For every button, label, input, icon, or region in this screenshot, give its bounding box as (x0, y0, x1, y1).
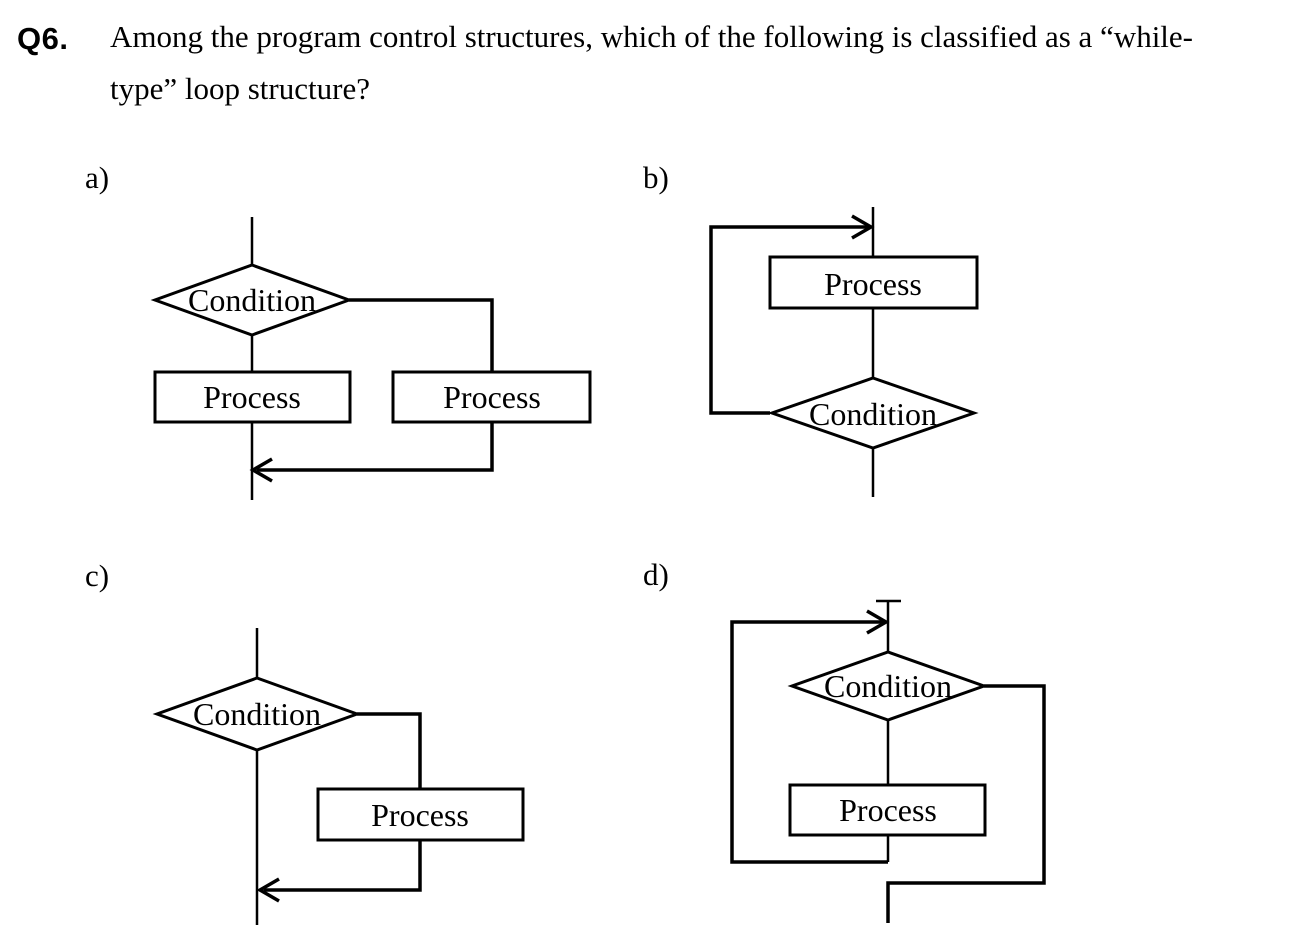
option-b-label: b) (643, 160, 669, 195)
condition-label: Condition (188, 282, 316, 318)
flow-line-exit (886, 684, 1046, 923)
process-left-label: Process (203, 379, 301, 415)
flow-line-true-branch (357, 712, 422, 789)
process-box-left (153, 370, 352, 424)
condition-label: Condition (824, 668, 952, 704)
process-right-label: Process (443, 379, 541, 415)
arrowhead-left-icon (256, 877, 280, 903)
diagram-option-c: c) Condition Process (85, 558, 525, 925)
process-label: Process (371, 797, 469, 833)
question-text-line1: Among the program control structures, wh… (110, 19, 1194, 54)
flow-line-merge (257, 422, 494, 472)
arrowhead-left-icon (249, 457, 273, 483)
arrowhead-right-icon (851, 214, 875, 240)
process-label: Process (839, 792, 937, 828)
flow-line-loop-back (730, 620, 888, 864)
condition-label: Condition (193, 696, 321, 732)
process-box (788, 783, 987, 837)
diagram-option-a: a) Condition Process Process (85, 160, 592, 500)
process-label: Process (824, 266, 922, 302)
question-text-line2: type” loop structure? (110, 71, 370, 106)
option-d-label: d) (643, 557, 669, 592)
process-box (316, 787, 525, 842)
diagram-option-d: d) Condition Process (643, 557, 1046, 923)
condition-diamond (152, 676, 362, 752)
process-box (768, 255, 979, 310)
condition-diamond (150, 263, 354, 337)
flow-line-false-branch (349, 298, 494, 372)
flow-line-loop-back (709, 225, 868, 415)
option-a-label: a) (85, 160, 109, 195)
diagram-option-b: b) Process Condition (643, 160, 979, 497)
flow-line-merge (264, 840, 422, 892)
condition-diamond (787, 650, 989, 722)
arrowhead-right-icon (866, 609, 890, 635)
option-c-label: c) (85, 558, 109, 593)
condition-diamond (767, 376, 979, 450)
process-box-right (391, 370, 592, 424)
condition-label: Condition (809, 396, 937, 432)
question-number: Q6. (17, 21, 69, 56)
